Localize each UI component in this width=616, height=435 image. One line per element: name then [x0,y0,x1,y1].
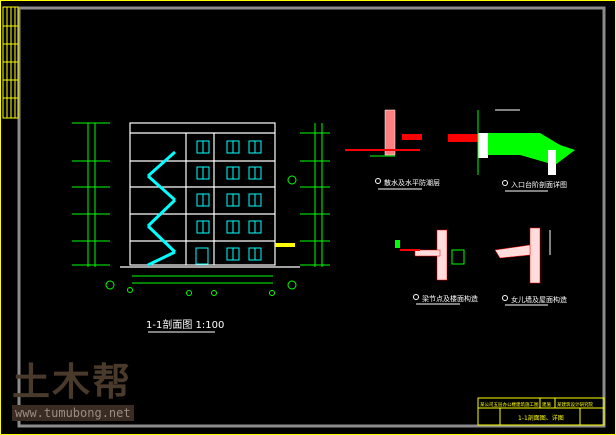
drawing-frame [17,6,606,428]
sheet-name: 1-1剖面图、详图 [518,414,564,422]
watermark-logo: 土木帮 [12,360,133,404]
detail-entrance-steps: 入口台阶剖面详图 [448,109,575,192]
detail-label: 梁节点及楼面构造 [422,294,478,303]
section-title: 1-1剖面图 1:100 [146,318,224,331]
entrance-door [195,247,209,265]
project-name: 某公司五层办公楼建筑施工图 [480,401,539,408]
windows [196,140,262,261]
detail-label: 入口台阶剖面详图 [511,180,567,189]
left-binding-strip [2,6,19,119]
stair-flight [146,198,177,228]
watermark-url: www.tumubong.net [12,405,134,421]
stair-flight [147,150,176,178]
section-1-1: 1-1剖面图 1:100 [72,122,330,333]
detail-label: 女儿墙及屋面构造 [511,295,567,304]
detail-label: 散水及水平防潮层 [384,178,440,187]
dimension-lines [72,122,330,296]
detail-beam-floor: 梁节点及楼面构造 [395,229,478,305]
stair-flight [147,250,176,267]
title-block: 某公司五层办公楼建筑施工图 建施 某建筑设计研究院 1-1剖面图、详图 [477,397,605,426]
canopy [275,243,295,247]
detail-parapet-roof: 女儿墙及屋面构造 [494,227,567,306]
staircase [146,150,177,267]
building-outline [120,122,300,268]
drawing-type: 建施 [542,401,551,408]
stair-flight [146,224,177,254]
stair-flight [147,174,176,202]
detail-damp-proof: 散水及水平防潮层 [345,109,440,190]
design-unit: 某建筑设计研究院 [557,401,593,408]
